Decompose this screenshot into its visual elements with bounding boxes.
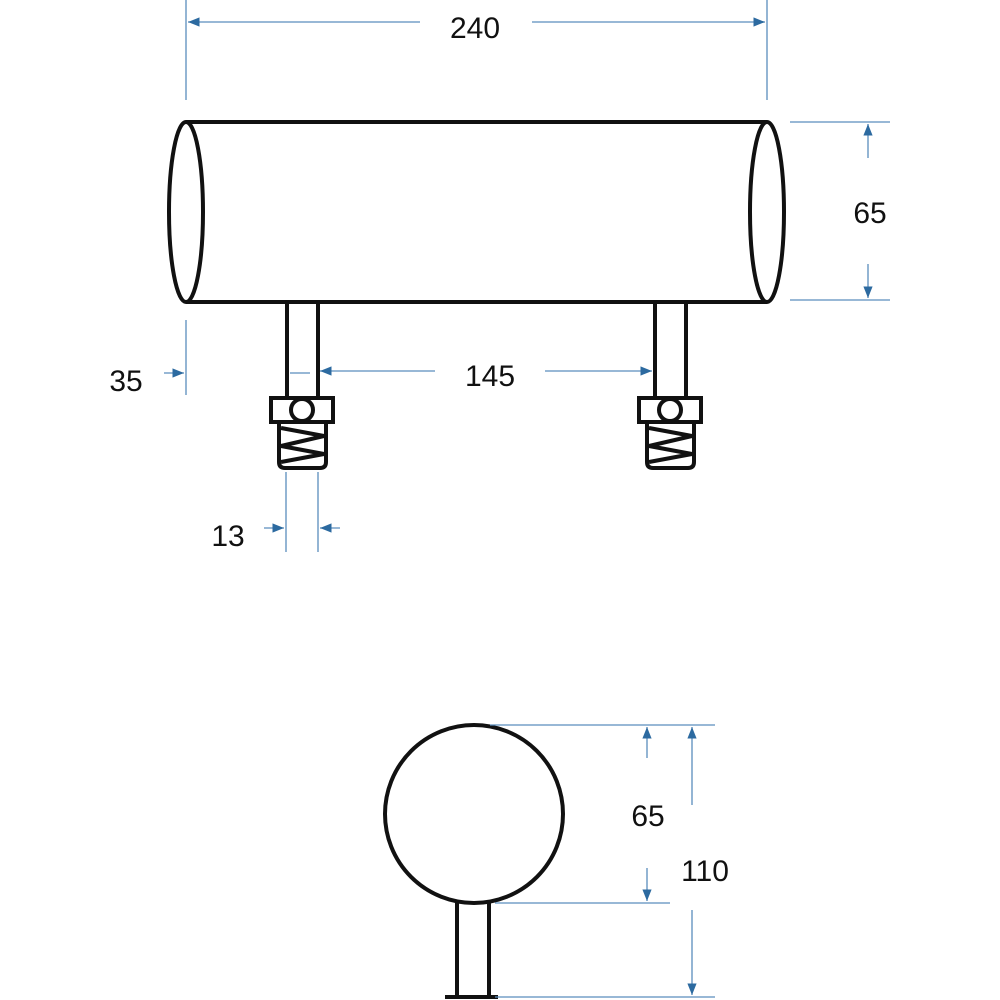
dimension-label-65-end: 65	[631, 800, 664, 833]
dimension-110: 110	[495, 727, 729, 998]
cylinder-end-view	[383, 723, 565, 999]
dimension-13: 13	[211, 472, 340, 553]
dimension-35: 35	[109, 320, 310, 398]
dimension-label-145: 145	[465, 360, 515, 393]
dimension-145: 145	[320, 360, 652, 393]
dimension-label-110: 110	[681, 855, 729, 888]
dimension-label-65-side: 65	[853, 197, 886, 230]
dimension-65-end: 65	[490, 724, 715, 904]
right-post	[637, 302, 703, 470]
dimension-label-240: 240	[450, 12, 500, 45]
dimension-65-side: 65	[790, 121, 890, 301]
cylinder-side-view	[167, 120, 786, 304]
dimension-label-13: 13	[211, 520, 244, 553]
dimension-label-35: 35	[109, 365, 142, 398]
dimension-240: 240	[185, 0, 768, 100]
left-post	[269, 302, 335, 470]
